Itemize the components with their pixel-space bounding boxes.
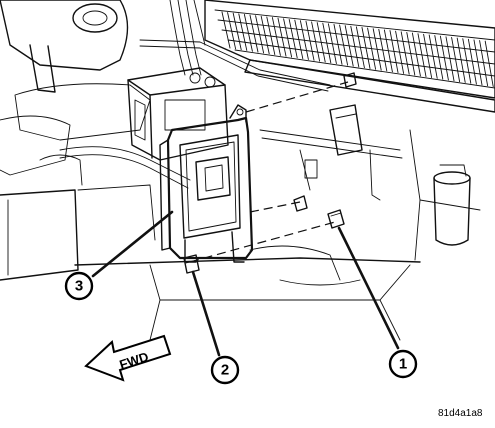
grille-slat (367, 27, 377, 70)
grille-slat (355, 26, 365, 69)
cross-member (74, 245, 421, 341)
grille-slat (316, 22, 326, 63)
grille-slat (383, 29, 393, 73)
grille-slat (266, 16, 276, 56)
assembly-guides (189, 81, 349, 263)
fwd-arrow-icon: FWD (84, 334, 172, 382)
cowl-grille (204, 0, 495, 113)
leader-lines (91, 210, 400, 357)
grille-slat (299, 20, 309, 60)
brake-lines (139, 0, 331, 92)
abs-hydraulic-unit (127, 67, 229, 161)
grille-slat (378, 28, 388, 72)
grille-slat (311, 21, 321, 62)
bolt-icon (293, 72, 357, 229)
module-bracket (159, 104, 254, 263)
grille-slat (305, 20, 315, 61)
grille-slat (361, 27, 371, 69)
grille-slat (350, 25, 360, 68)
callout-1: 1 (388, 349, 418, 379)
grille-slat (473, 39, 483, 86)
nut-icon (183, 254, 200, 274)
right-components (259, 104, 481, 261)
grille-slat (271, 17, 281, 56)
callout-2: 2 (210, 355, 240, 385)
strut-tower (0, 0, 151, 176)
grille-slat (417, 33, 427, 78)
grille-slat (327, 23, 337, 65)
grille-slat (288, 18, 298, 59)
grille-slat (277, 17, 287, 57)
grille-slat (462, 38, 472, 84)
grille-slat (456, 37, 466, 83)
grille-slat (339, 24, 349, 66)
grille-slat (283, 18, 293, 58)
grille-slat (467, 38, 477, 85)
grille-slat (249, 14, 259, 53)
grille-slat (260, 15, 270, 55)
grille-slat (423, 33, 433, 78)
grille-slat (445, 36, 455, 82)
grille-slat (400, 31, 410, 75)
grille-slat (227, 12, 237, 50)
frame-rail (0, 146, 191, 281)
grille-slat (255, 15, 265, 54)
grille-slat (451, 36, 461, 83)
grille-slat (406, 32, 416, 76)
grille-slat (322, 22, 332, 64)
callout-1-label: 1 (399, 356, 407, 373)
grille-slat (395, 30, 405, 74)
grille-slat (439, 35, 449, 81)
grille-slat (243, 14, 253, 52)
grille-slat (372, 28, 382, 71)
grille-slat (389, 30, 399, 74)
grille-slat (411, 32, 421, 77)
grille-slat (232, 12, 242, 51)
grille-slat (479, 40, 489, 87)
grille-slat (294, 19, 304, 60)
callout-2-label: 2 (221, 362, 229, 379)
grille-slat (428, 34, 438, 79)
grille-slat (484, 40, 494, 87)
figure-code: 81d4a1a8 (438, 408, 483, 419)
grille-slat (344, 25, 354, 67)
callout-3: 3 (64, 271, 94, 301)
grille-slat (238, 13, 248, 51)
callout-3-label: 3 (75, 278, 83, 295)
grille-slat (221, 11, 231, 49)
grille-slat (434, 35, 444, 80)
grille-slat (333, 23, 343, 65)
